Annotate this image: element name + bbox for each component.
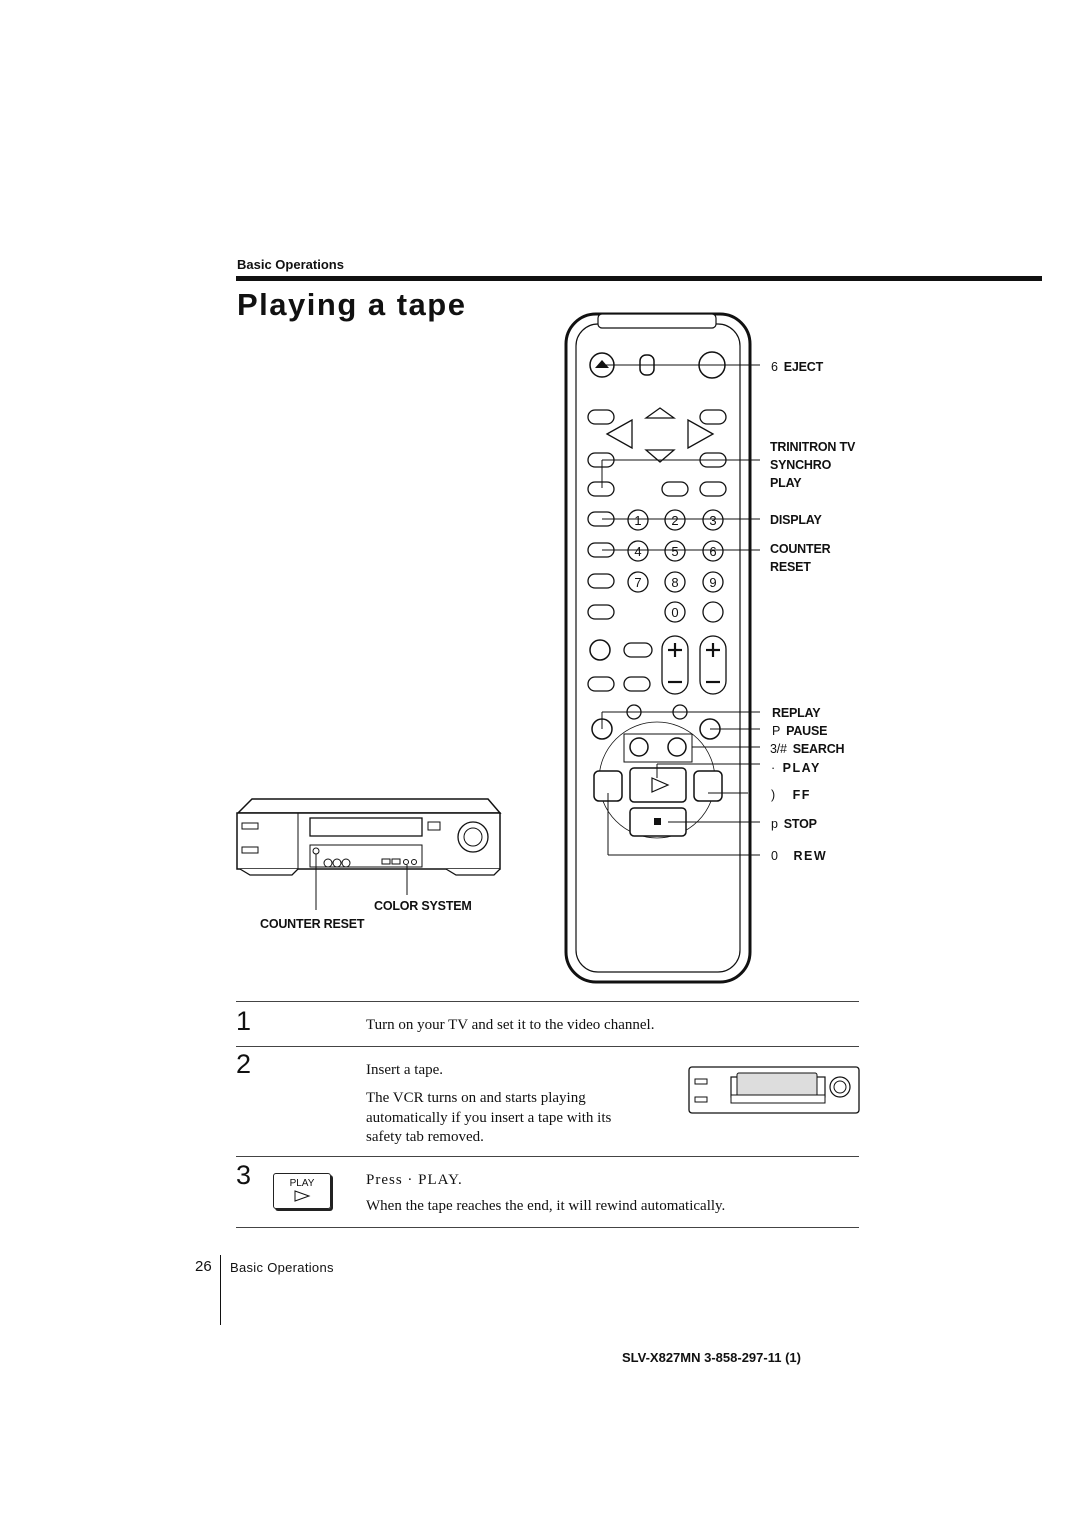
key-0: 0 bbox=[671, 605, 678, 620]
step-1-text: Turn on your TV and set it to the video … bbox=[366, 1017, 655, 1033]
section-label: Basic Operations bbox=[237, 257, 344, 272]
vcr-insert-tape-illustration bbox=[688, 1066, 860, 1114]
display-label: DISPLAY bbox=[770, 513, 822, 527]
step-2-number: 2 bbox=[236, 1049, 252, 1079]
key-2: 2 bbox=[671, 513, 678, 528]
replay-label: REPLAY bbox=[772, 706, 821, 720]
page-title: Playing a tape bbox=[237, 287, 467, 322]
step-3-note: When the tape reaches the end, it will r… bbox=[366, 1198, 726, 1214]
step-divider bbox=[236, 1227, 859, 1228]
trinitron-sync-play-label: TRINITRON TV SYNCHRO PLAY bbox=[770, 440, 856, 490]
key-9: 9 bbox=[709, 575, 716, 590]
step-divider bbox=[236, 1001, 859, 1002]
step-2-text: Insert a tape. bbox=[366, 1062, 444, 1078]
key-7: 7 bbox=[634, 575, 641, 590]
play-button-icon: PLAY bbox=[273, 1173, 331, 1209]
key-1: 1 bbox=[634, 513, 641, 528]
key-3: 3 bbox=[709, 513, 716, 528]
step-3-text: Press · PLAY. bbox=[366, 1172, 463, 1188]
key-6: 6 bbox=[709, 544, 716, 559]
play-label: ·PLAY bbox=[771, 761, 821, 775]
remote-control-illustration: 1 2 3 4 5 6 7 8 9 0 bbox=[564, 312, 760, 984]
model-number: SLV-X827MN 3-858-297-11 (1) bbox=[622, 1350, 801, 1365]
vcr-front-illustration bbox=[236, 798, 502, 910]
step-2-note: The VCR turns on and starts playing auto… bbox=[366, 1090, 612, 1145]
color-system-label: COLOR SYSTEM bbox=[374, 899, 472, 913]
step-divider bbox=[236, 1156, 859, 1157]
search-label: 3/#SEARCH bbox=[770, 742, 845, 756]
header-rule bbox=[236, 276, 1042, 281]
step-1-number: 1 bbox=[236, 1006, 252, 1036]
page-number: 26 bbox=[195, 1258, 212, 1275]
counter-reset-label: COUNTER RESET bbox=[770, 542, 831, 574]
footer-section-label: Basic Operations bbox=[230, 1260, 334, 1275]
key-4: 4 bbox=[634, 544, 641, 559]
footer-divider bbox=[220, 1255, 221, 1325]
step-divider bbox=[236, 1046, 859, 1047]
counter-reset-vcr-label: COUNTER RESET bbox=[260, 917, 365, 931]
ff-label: )FF bbox=[771, 788, 811, 802]
key-8: 8 bbox=[671, 575, 678, 590]
step-3-number: 3 bbox=[236, 1160, 252, 1190]
key-5: 5 bbox=[671, 544, 678, 559]
